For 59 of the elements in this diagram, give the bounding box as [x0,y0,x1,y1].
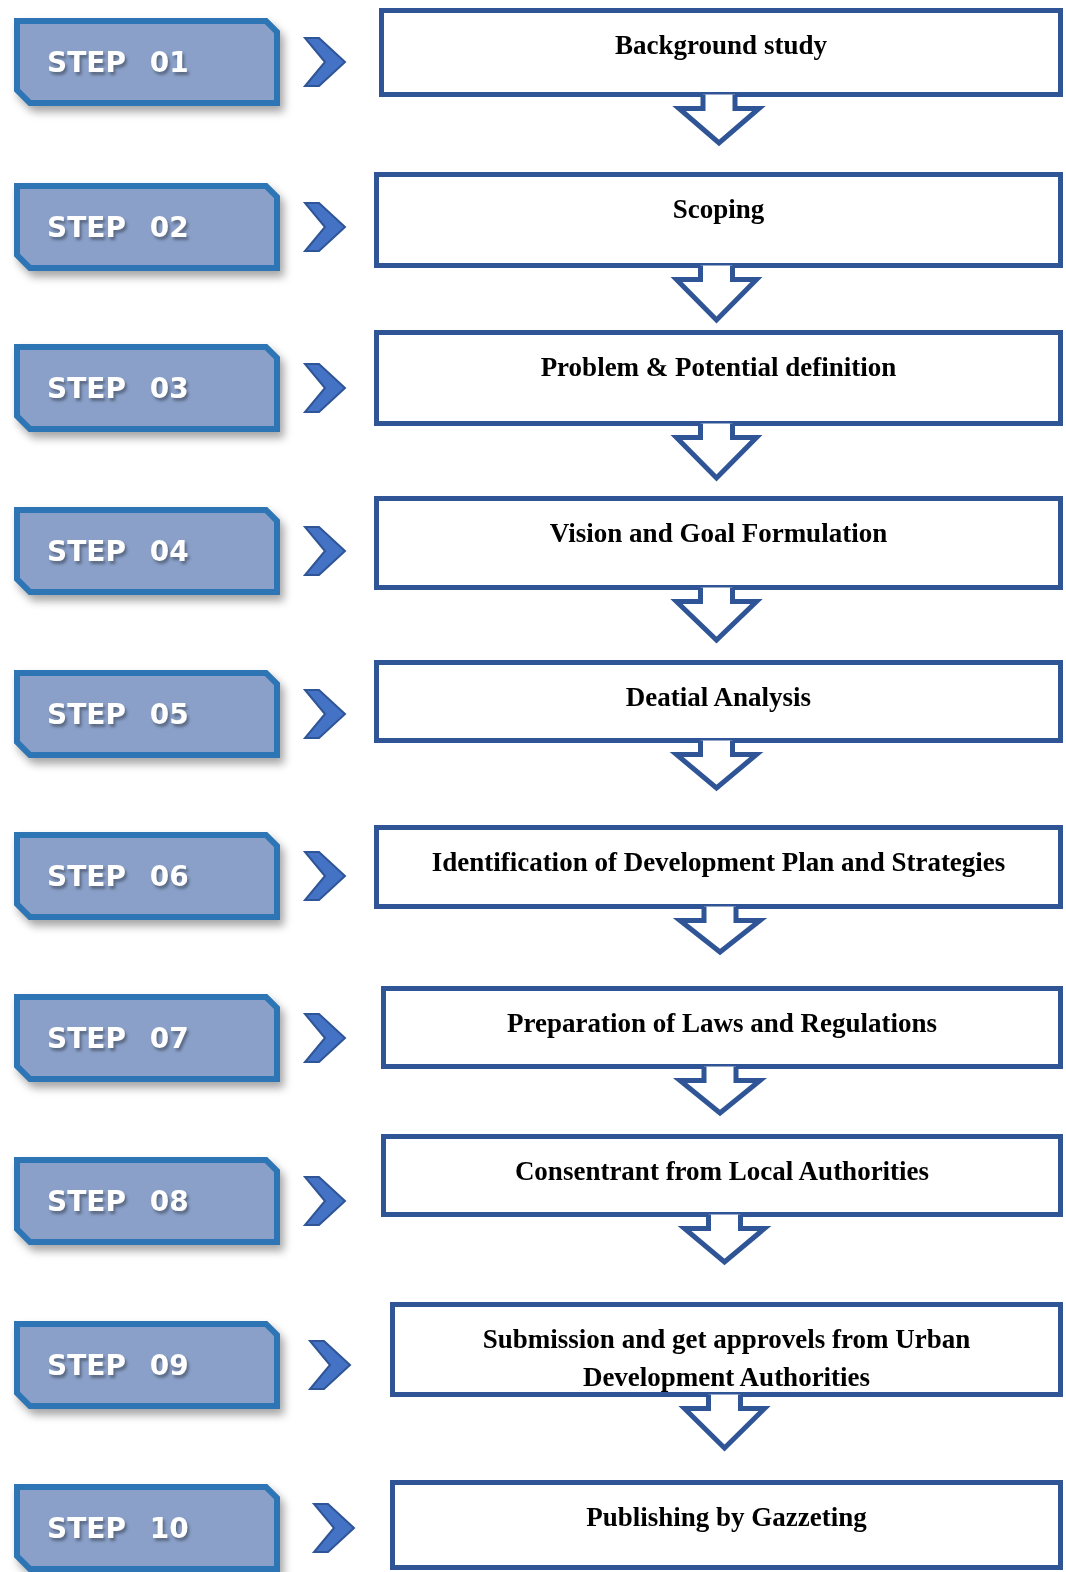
process-title: Deatial Analysis [625,681,812,714]
step-label: STEP 10 [47,1511,189,1545]
chevron-arrow [302,851,347,901]
down-arrow [677,1212,772,1266]
process-box [374,825,1063,909]
step-label: STEP 03 [47,371,189,405]
step-label: STEP 08 [47,1184,189,1218]
down-arrow [678,1392,771,1452]
down-arrow [672,92,766,147]
step-box [14,1157,280,1245]
step-label: STEP 07 [47,1021,189,1055]
process-box [390,1302,1063,1397]
step-label: STEP 01 [47,45,189,79]
process-title: Vision and Goal Formulation [549,517,888,550]
chevron-arrow [302,37,347,87]
down-arrow [672,904,768,956]
step-box [14,344,280,432]
process-title: Scoping [672,193,765,226]
chevron-arrow [302,689,347,739]
process-title: Submission and get approvels from Urban Development Authorities [481,1323,972,1394]
down-arrow [670,421,763,482]
step-box [14,18,280,106]
process-title: Identification of Development Plan and Strategies [431,846,1006,879]
chevron-arrow [302,1176,347,1226]
down-arrow [670,263,763,324]
chevron-arrow [302,526,347,576]
step-box [14,507,280,595]
chevron-arrow [302,1013,347,1063]
step-label: STEP 04 [47,534,189,568]
process-box [381,1134,1063,1217]
chevron-arrow [302,202,347,252]
process-title: Publishing by Gazzeting [586,1501,867,1534]
process-box [390,1480,1063,1570]
process-title: Preparation of Laws and Regulations [506,1007,937,1040]
chevron-arrow [311,1503,356,1553]
process-title: Problem & Potential definition [540,351,897,384]
step-label: STEP 06 [47,859,189,893]
chevron-arrow [307,1340,352,1390]
step-box [14,1484,280,1572]
process-box [374,172,1063,268]
process-box [379,8,1063,97]
process-box [381,986,1063,1069]
process-box [374,330,1063,426]
process-title: Background study [615,29,827,62]
step-box [14,1321,280,1409]
step-label: STEP 05 [47,697,189,731]
step-box [14,670,280,758]
process-title: Consentrant from Local Authorities [514,1155,930,1188]
process-box [374,660,1063,743]
step-box [14,994,280,1082]
down-arrow [670,585,763,644]
step-box [14,183,280,271]
down-arrow [669,738,764,792]
chevron-arrow [302,363,347,413]
step-label: STEP 09 [47,1348,189,1382]
step-box [14,832,280,920]
process-box [374,496,1063,590]
step-label: STEP 02 [47,210,189,244]
down-arrow [672,1064,768,1117]
